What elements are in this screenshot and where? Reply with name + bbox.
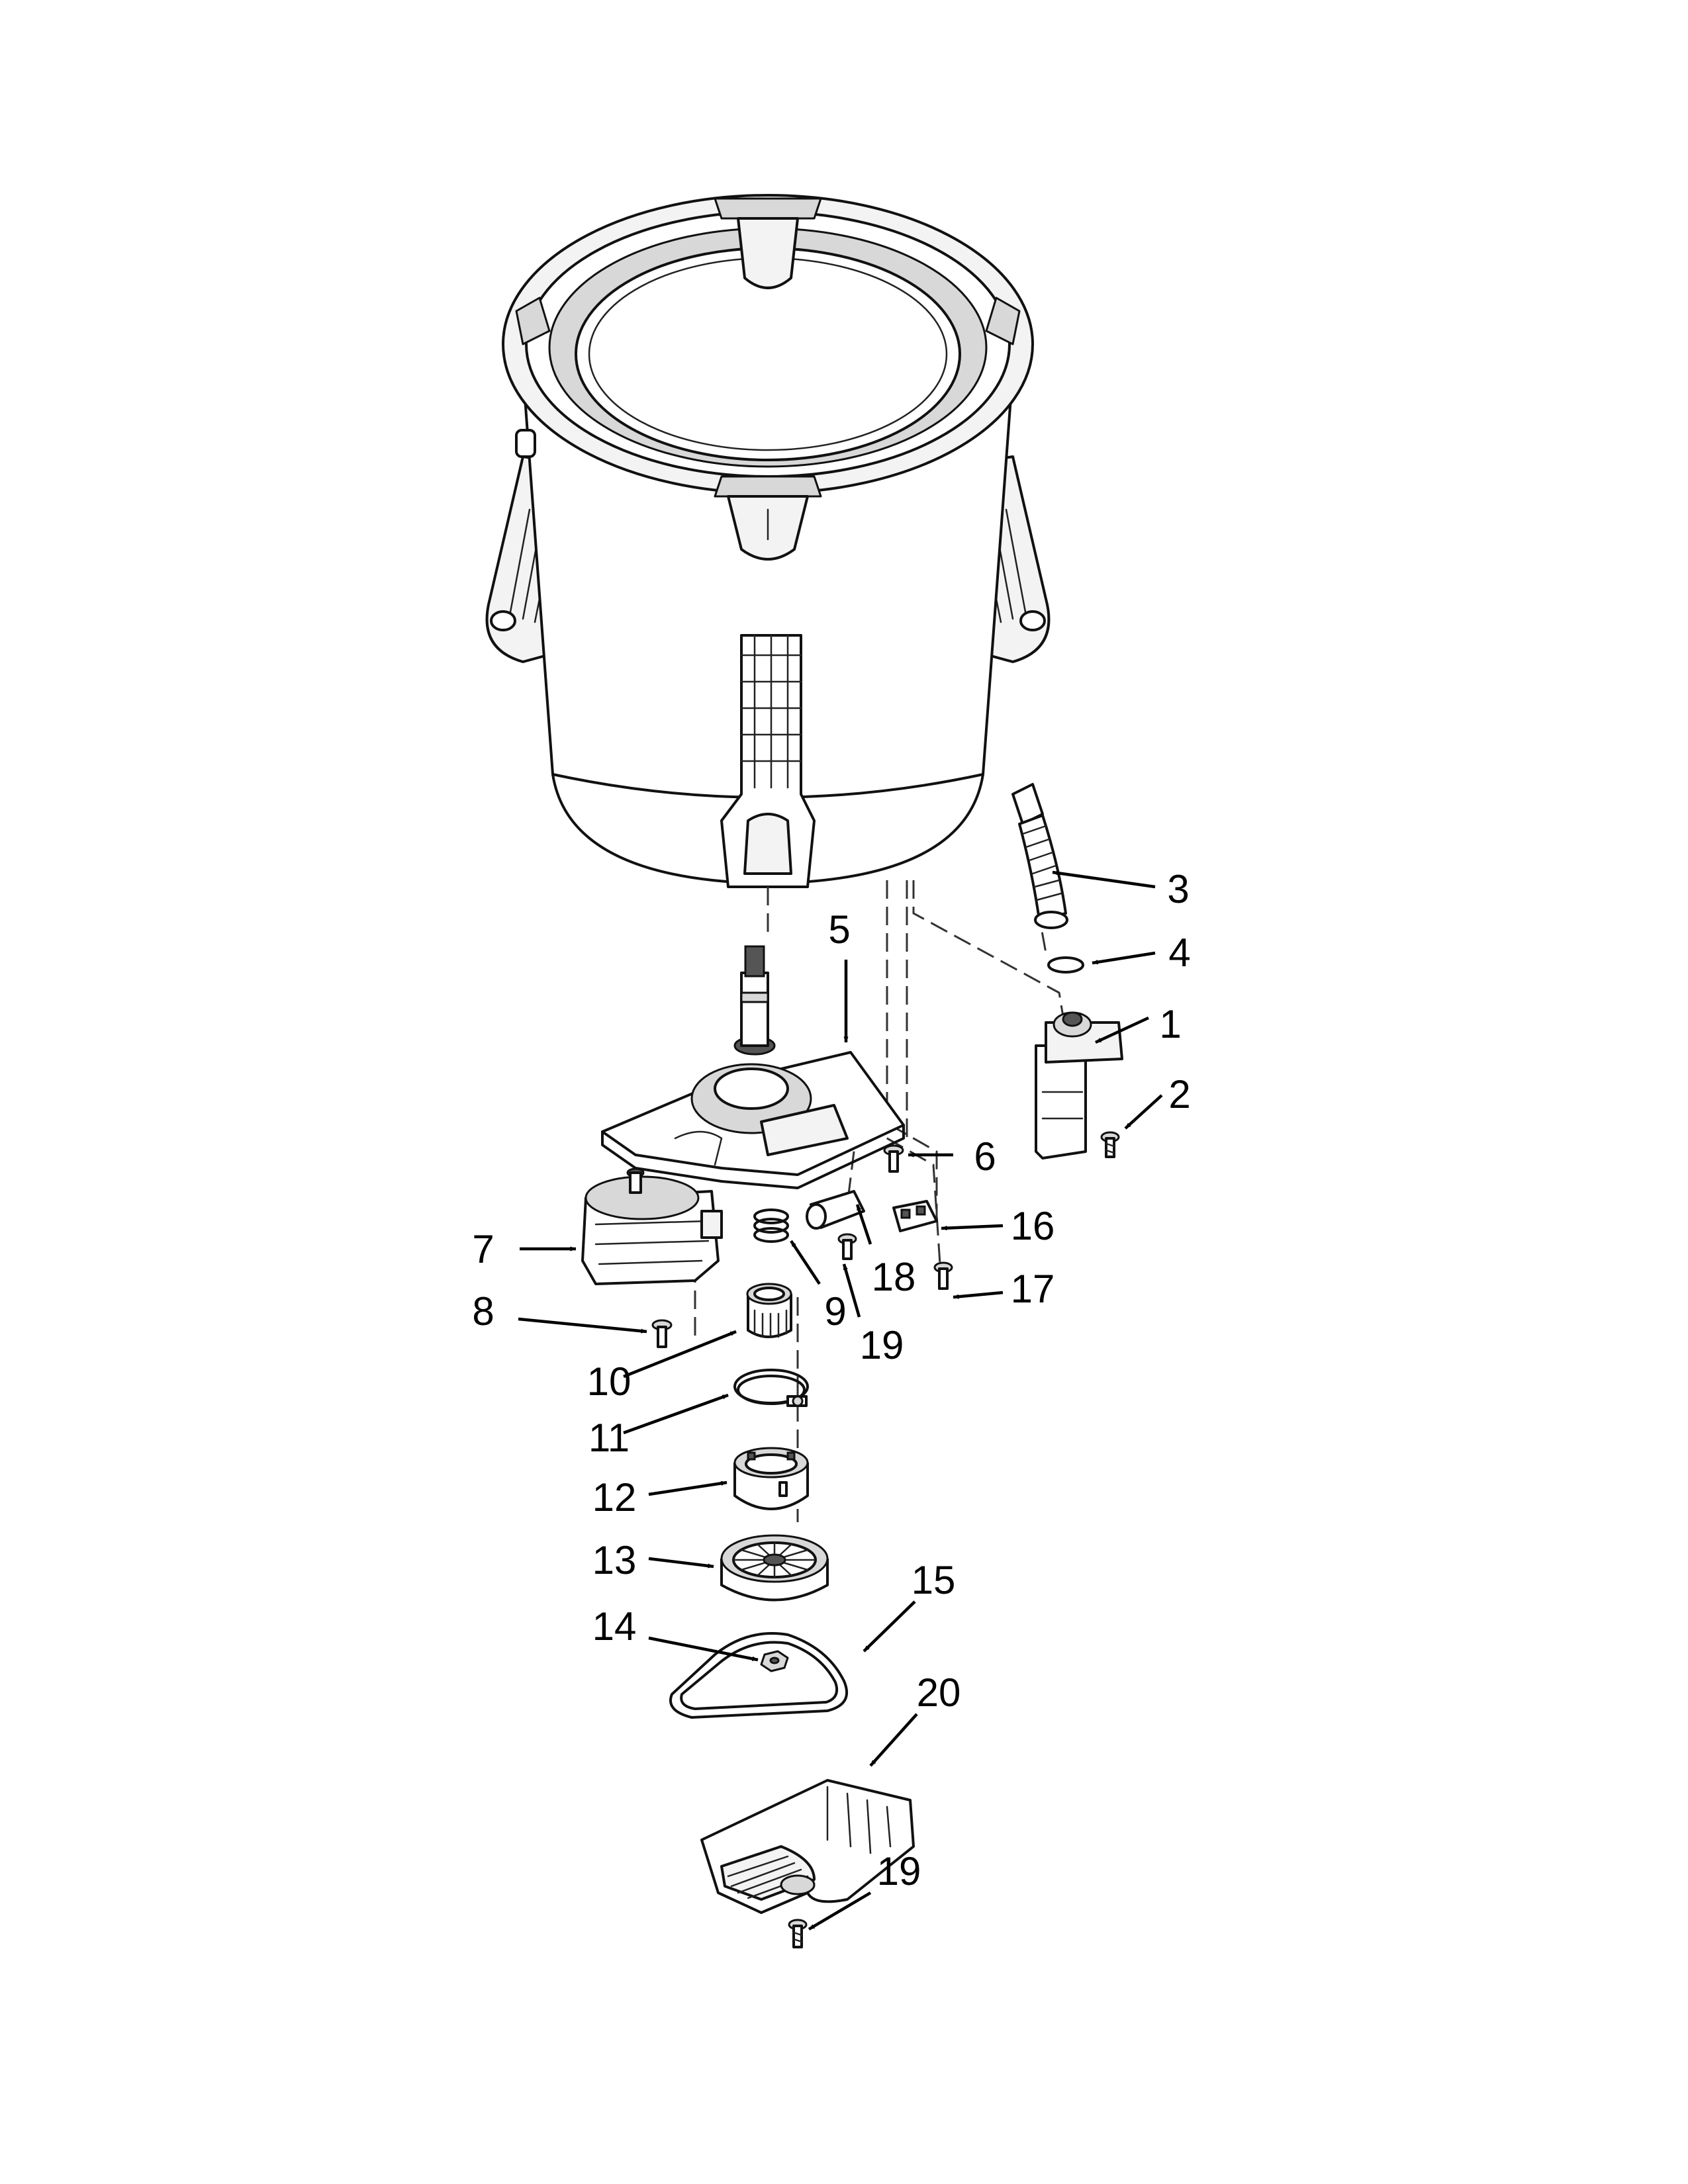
- mounting-plate-transmission: [601, 945, 905, 1189]
- plate-screw: [883, 1144, 904, 1173]
- callout-12: 12: [592, 1475, 637, 1520]
- drive-motor: [581, 1167, 723, 1285]
- callout-3: 3: [1167, 867, 1189, 911]
- callout-labels: 1 2 3 4 5 6 7 8 9 18 19 16 17 10 11 12 1…: [472, 867, 1190, 1893]
- drive-belt: [669, 1632, 848, 1719]
- callout-2: 2: [1168, 1072, 1190, 1116]
- callout-5: 5: [828, 907, 850, 952]
- clutch-hub: [746, 1283, 792, 1338]
- hose-clamp: [1047, 956, 1084, 974]
- callout-16: 16: [1011, 1204, 1055, 1248]
- callout-19-lower: 19: [877, 1849, 921, 1893]
- callout-14: 14: [592, 1604, 637, 1649]
- callout-9: 9: [824, 1289, 846, 1334]
- callout-17: 17: [1011, 1267, 1055, 1311]
- callout-1: 1: [1159, 1002, 1181, 1046]
- callout-18: 18: [872, 1255, 916, 1299]
- callout-8: 8: [472, 1289, 494, 1334]
- clutch-band: [733, 1369, 809, 1407]
- clutch-housing: [733, 1447, 809, 1510]
- lid-switch: [892, 1200, 938, 1232]
- callout-7: 7: [472, 1227, 494, 1271]
- motor-screw: [651, 1319, 673, 1348]
- capacitor-screw: [837, 1233, 857, 1260]
- callout-20: 20: [917, 1670, 961, 1715]
- switch-screw: [933, 1261, 953, 1290]
- pulley: [720, 1534, 829, 1602]
- callout-6: 6: [974, 1134, 996, 1179]
- callout-15: 15: [912, 1558, 956, 1602]
- callout-19-upper: 19: [860, 1323, 904, 1367]
- callout-leaders: [518, 870, 1163, 1931]
- drain-hose: [1011, 783, 1068, 929]
- pump-screw: [1100, 1131, 1120, 1158]
- callout-11: 11: [588, 1416, 630, 1460]
- callout-10: 10: [587, 1359, 632, 1404]
- shield-screw: [788, 1919, 808, 1948]
- callout-13: 13: [592, 1538, 637, 1582]
- drain-pump: [1035, 1011, 1123, 1160]
- spring: [753, 1208, 789, 1243]
- base-shield: [700, 1779, 915, 1914]
- outer-tub: [485, 194, 1051, 888]
- pulley-nut: [760, 1650, 789, 1672]
- callout-4: 4: [1168, 931, 1190, 975]
- capacitor: [806, 1190, 865, 1230]
